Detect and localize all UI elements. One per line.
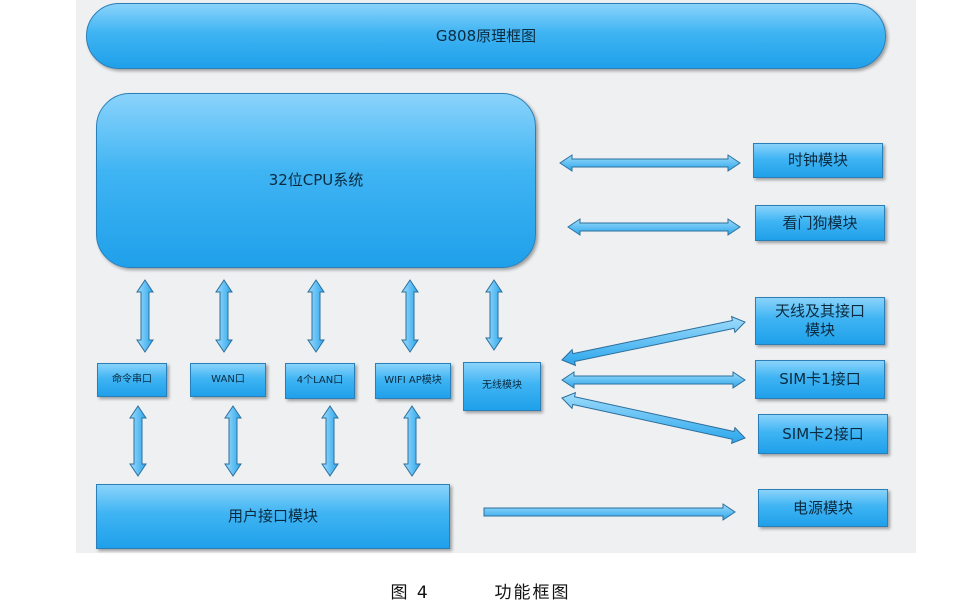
arrow-wireless-antenna [561, 315, 746, 367]
wan-port-box: WAN口 [190, 363, 266, 397]
figure-caption: 图 4 功能框图 [0, 578, 961, 603]
arrow-wan-user [224, 405, 242, 477]
power-module-label: 电源模块 [792, 498, 853, 517]
wireless-module-label: 无线模块 [482, 380, 522, 392]
power-module-box: 电源模块 [758, 489, 888, 527]
figure-number: 图 4 [390, 583, 430, 603]
antenna-module-label: 天线及其接口模块 [774, 302, 865, 339]
clock-module-box: 时钟模块 [753, 143, 883, 178]
arrow-user-power [483, 503, 736, 521]
watchdog-module-box: 看门狗模块 [755, 205, 885, 241]
cpu-system-label: 32位CPU系统 [268, 171, 364, 190]
serial-port-box: 命令串口 [97, 363, 167, 397]
arrow-wifi-user [403, 405, 421, 477]
lan-ports-label: 4个LAN口 [296, 374, 344, 386]
arrow-lan-user [321, 405, 339, 477]
arrow-wireless-sim2 [561, 391, 746, 445]
sim2-interface-label: SIM卡2接口 [782, 424, 864, 443]
diagram-area [76, 0, 916, 553]
arrow-cpu-wan [215, 279, 233, 353]
serial-port-label: 命令串口 [112, 373, 152, 385]
title-banner: G808原理框图 [86, 3, 886, 69]
arrow-wireless-sim1 [561, 371, 746, 389]
sim2-interface-box: SIM卡2接口 [758, 414, 888, 454]
arrow-cpu-watchdog [567, 218, 741, 236]
sim1-interface-box: SIM卡1接口 [755, 360, 885, 399]
sim1-interface-label: SIM卡1接口 [779, 370, 861, 389]
user-interface-label: 用户接口模块 [227, 507, 318, 526]
arrow-serial-user [129, 405, 147, 477]
clock-module-label: 时钟模块 [787, 151, 848, 170]
watchdog-module-label: 看门狗模块 [782, 213, 858, 232]
wireless-module-box: 无线模块 [463, 362, 541, 411]
wifi-ap-box: WIFI AP模块 [375, 363, 451, 399]
lan-ports-box: 4个LAN口 [285, 363, 355, 399]
arrow-cpu-clock [559, 154, 741, 172]
arrow-cpu-wifi [401, 279, 419, 353]
wan-port-label: WAN口 [211, 373, 245, 385]
user-interface-box: 用户接口模块 [96, 484, 450, 549]
arrow-cpu-wireless [485, 279, 503, 351]
arrow-cpu-serial [136, 279, 154, 353]
title-text: G808原理框图 [435, 26, 537, 45]
wifi-ap-label: WIFI AP模块 [384, 374, 442, 386]
cpu-system-box: 32位CPU系统 [96, 93, 536, 268]
antenna-module-box: 天线及其接口模块 [755, 297, 885, 345]
figure-name: 功能框图 [494, 583, 571, 603]
arrow-cpu-lan [307, 279, 325, 353]
